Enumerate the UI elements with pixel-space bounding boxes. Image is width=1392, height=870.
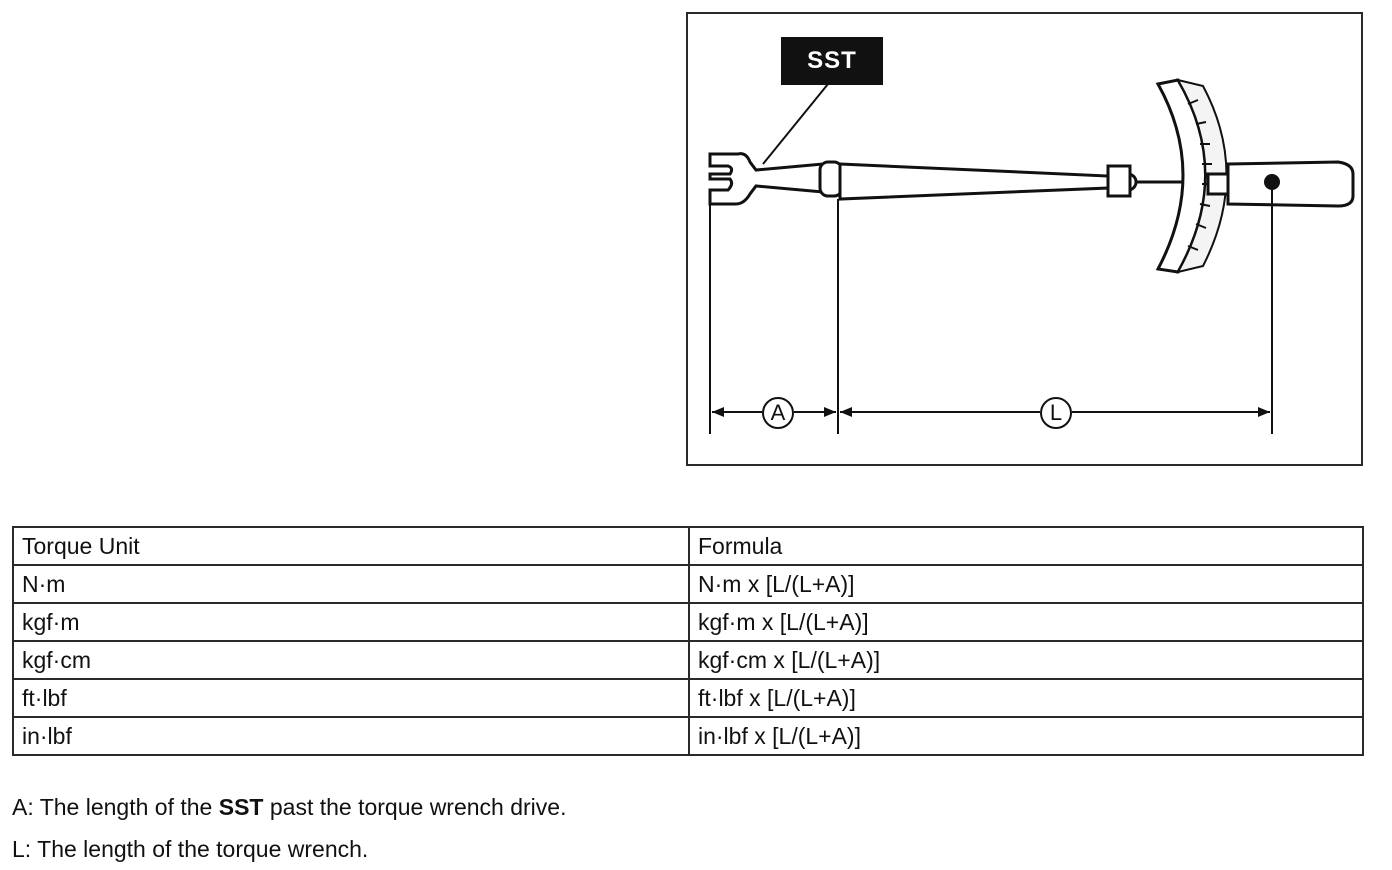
wrench-handle xyxy=(1226,160,1355,208)
formula-cell: ft·lbf x [L/(L+A)] xyxy=(688,678,1364,718)
table-row: ft·lbf ft·lbf x [L/(L+A)] xyxy=(12,678,1364,718)
unit-cell: kgf·m xyxy=(12,602,690,642)
formula-cell: kgf·cm x [L/(L+A)] xyxy=(688,640,1364,680)
note-l: L: The length of the torque wrench. xyxy=(12,836,369,862)
pivot-block xyxy=(1106,164,1132,198)
dim-l-arrow-right xyxy=(1258,407,1270,417)
dimension-l-label: L xyxy=(1040,397,1072,429)
header-torque-unit: Torque Unit xyxy=(12,526,690,566)
torque-wrench-diagram: SST A L xyxy=(686,12,1363,466)
sst-label: SST xyxy=(781,37,883,85)
dim-a-arrow-right xyxy=(824,407,836,417)
note-a-suffix: past the torque wrench drive. xyxy=(263,794,567,820)
table-row: kgf·m kgf·m x [L/(L+A)] xyxy=(12,602,1364,642)
scale-arc-outer xyxy=(1175,78,1228,274)
wrench-illustration xyxy=(708,78,1355,434)
table-row: N·m N·m x [L/(L+A)] xyxy=(12,564,1364,604)
table-row: kgf·cm kgf·cm x [L/(L+A)] xyxy=(12,640,1364,680)
formula-cell: N·m x [L/(L+A)] xyxy=(688,564,1364,604)
handle-grip-point xyxy=(1264,174,1280,190)
unit-cell: N·m xyxy=(12,564,690,604)
table-header-row: Torque Unit Formula xyxy=(12,526,1364,566)
unit-cell: ft·lbf xyxy=(12,678,690,718)
handle-neck xyxy=(1206,172,1230,196)
note-a-sst: SST xyxy=(218,794,264,820)
formula-cell: in·lbf x [L/(L+A)] xyxy=(688,716,1364,756)
wrench-beam xyxy=(838,162,1110,201)
dim-a-arrow-left xyxy=(712,407,724,417)
table-row: in·lbf in·lbf x [L/(L+A)] xyxy=(12,716,1364,756)
notes: A: The length of the SST past the torque… xyxy=(12,786,566,870)
dimension-a-label: A xyxy=(762,397,794,429)
sst-leader-line xyxy=(762,83,829,165)
header-formula: Formula xyxy=(688,526,1364,566)
note-a-prefix: A: The length of the xyxy=(12,794,219,820)
dim-l-arrow-left xyxy=(840,407,852,417)
note-a: A: The length of the SST past the torque… xyxy=(12,786,566,828)
unit-cell: in·lbf xyxy=(12,716,690,756)
torque-conversion-table: Torque Unit Formula N·m N·m x [L/(L+A)] … xyxy=(12,526,1364,756)
unit-cell: kgf·cm xyxy=(12,640,690,680)
formula-cell: kgf·m x [L/(L+A)] xyxy=(688,602,1364,642)
